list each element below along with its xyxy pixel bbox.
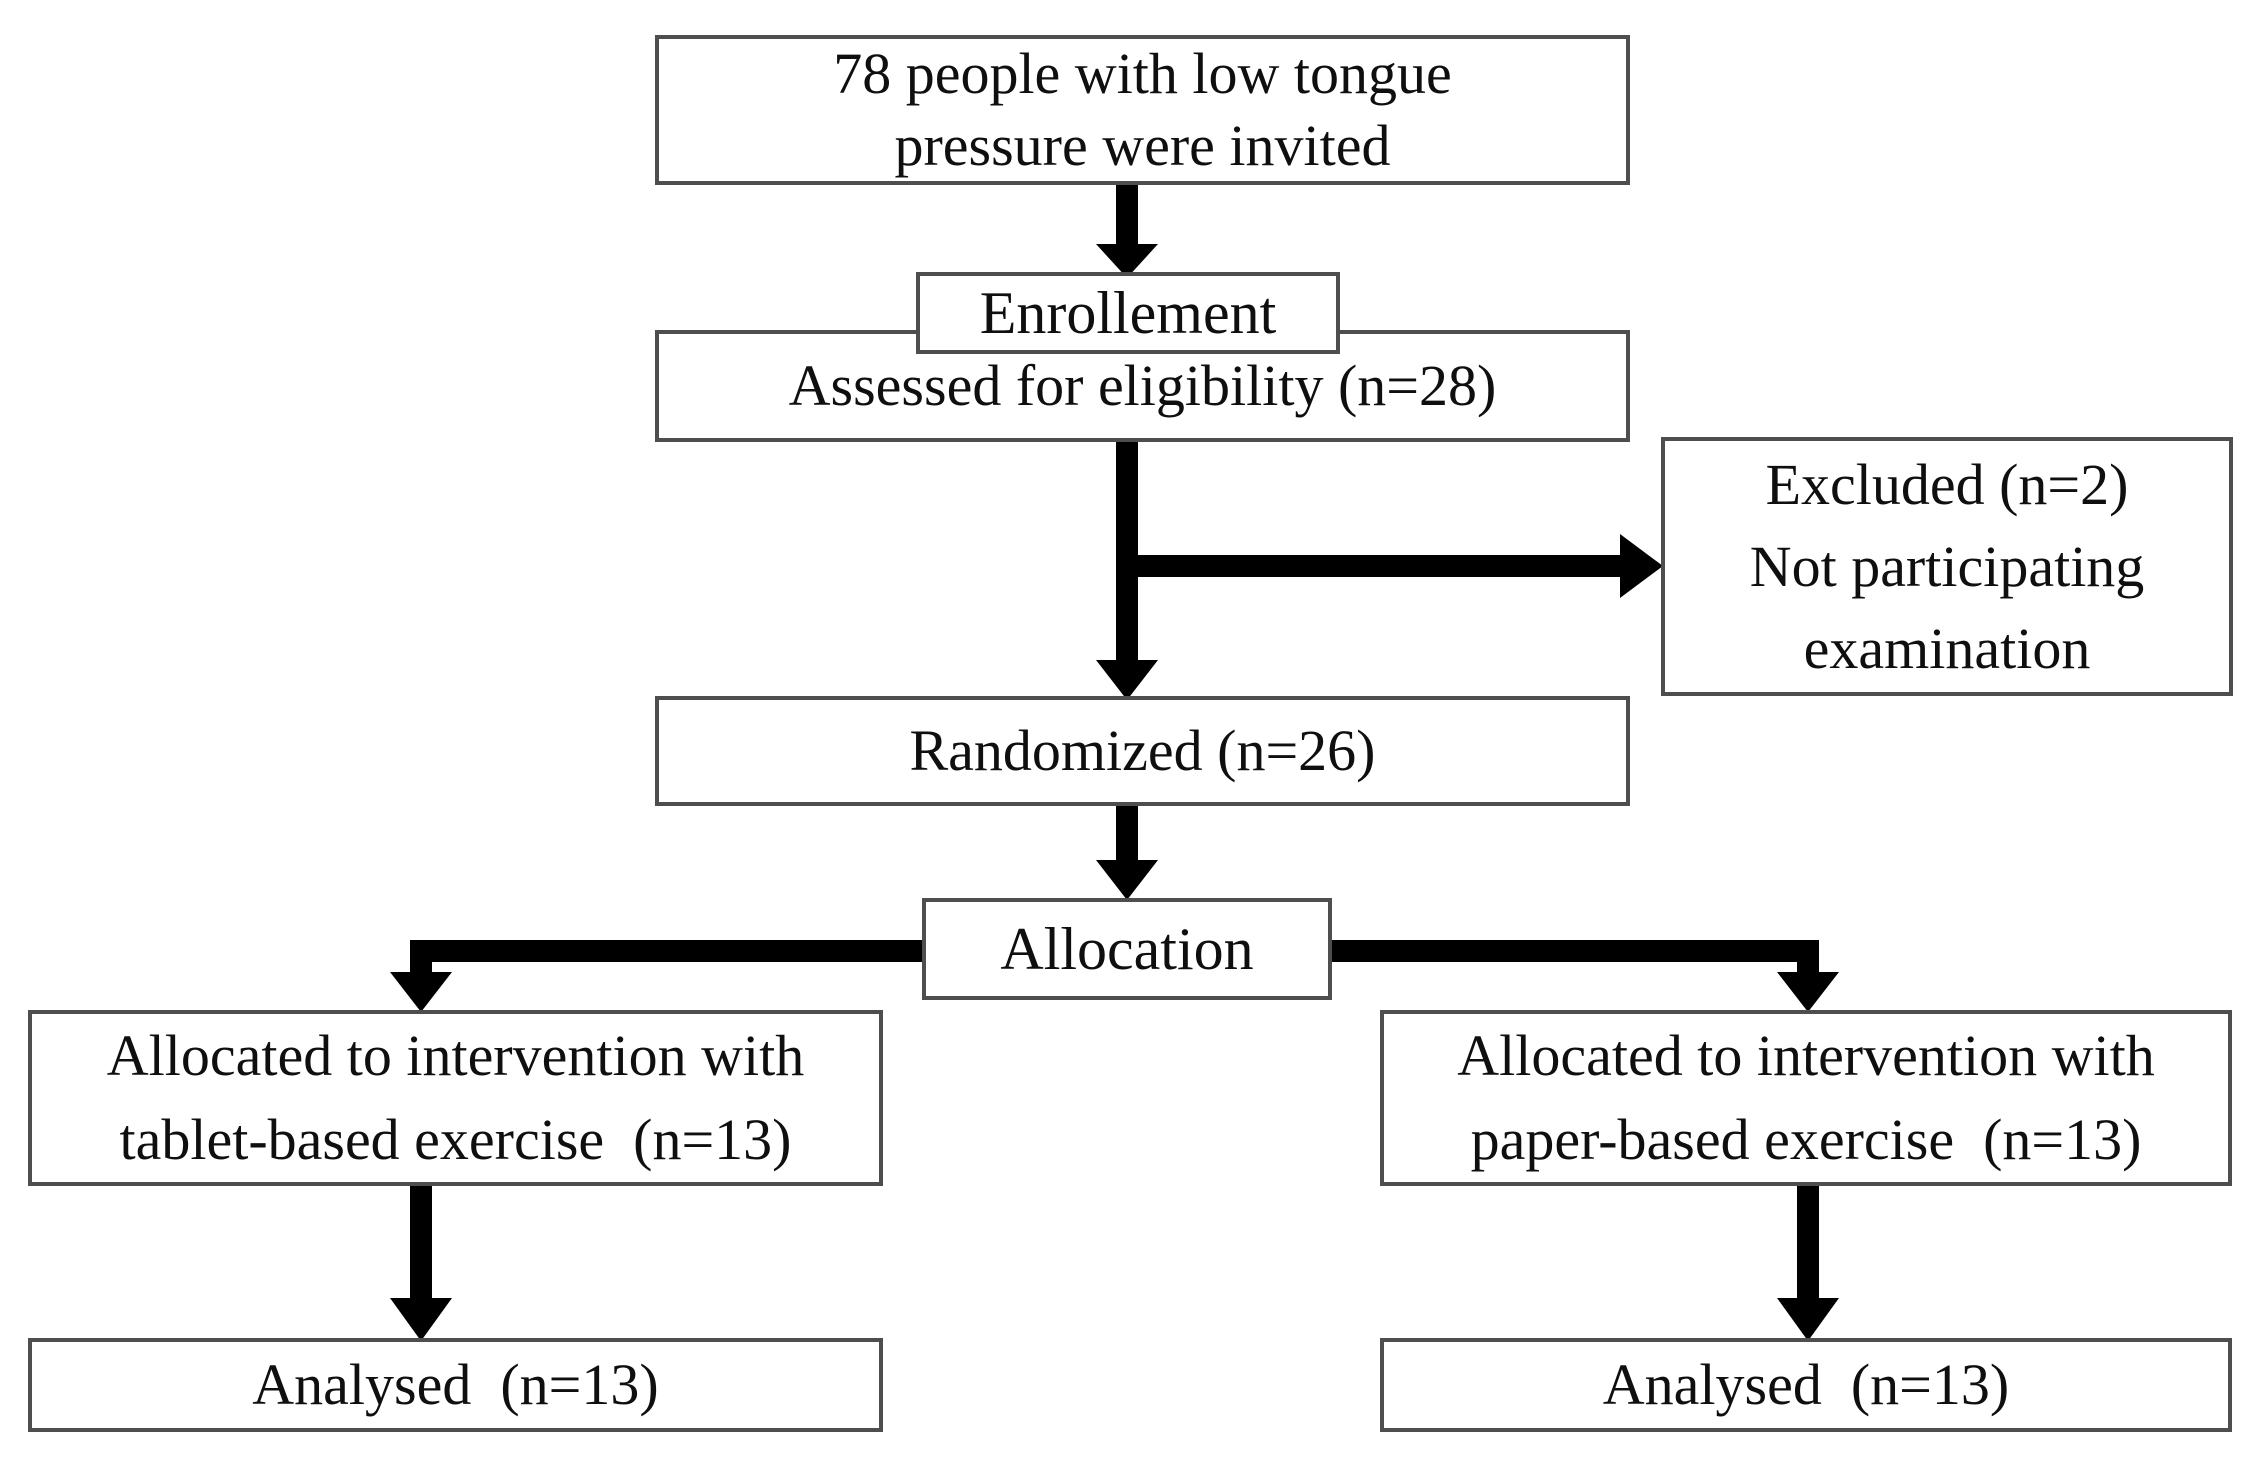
enrollment-label-box: Enrollement	[916, 272, 1340, 354]
allocation-label-box: Allocation	[922, 898, 1332, 1000]
analysed-tablet-box: Analysed (n=13)	[28, 1338, 883, 1432]
arrow-invited-to-assessed	[1096, 183, 1158, 278]
allocated-paper-exercise-box: Allocated to intervention with paper-bas…	[1380, 1010, 2232, 1186]
analysed-paper-box: Analysed (n=13)	[1380, 1338, 2232, 1432]
arrow-assessed-to-randomized	[1096, 440, 1158, 700]
invited-box: 78 people with low tongue pressure were …	[655, 35, 1630, 185]
arrow-assessed-to-excluded	[1117, 534, 1663, 598]
arrow-randomized-to-allocation	[1096, 804, 1158, 900]
arrow-allocation-to-tablet	[390, 940, 930, 1012]
arrow-allocation-to-paper	[1324, 940, 1839, 1012]
allocated-tablet-exercise-box: Allocated to intervention with tablet-ba…	[28, 1010, 883, 1186]
randomized-box: Randomized (n=26)	[655, 696, 1630, 806]
arrow-paper-to-analysed	[1777, 1184, 1839, 1341]
excluded-box: Excluded (n=2) Not participating examina…	[1661, 437, 2233, 696]
assessed-for-eligibility-box: Assessed for eligibility (n=28)	[655, 330, 1630, 442]
arrow-tablet-to-analysed	[390, 1184, 452, 1341]
